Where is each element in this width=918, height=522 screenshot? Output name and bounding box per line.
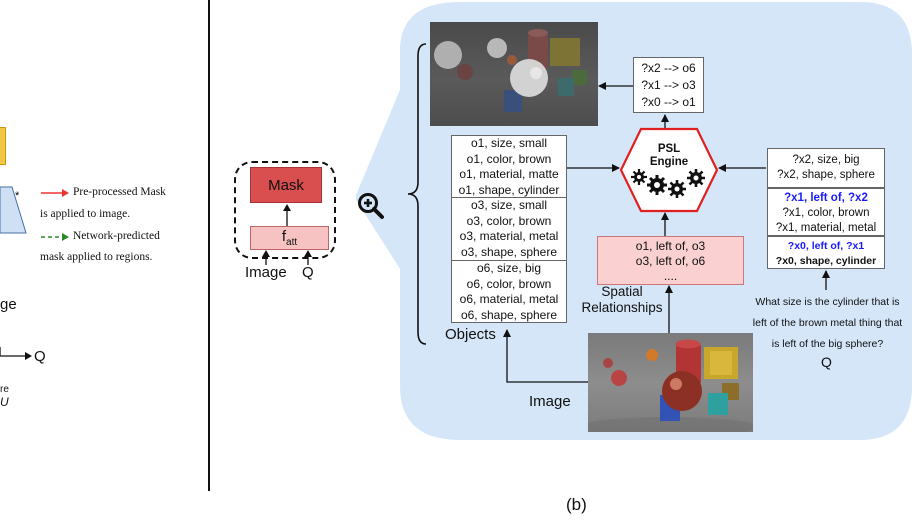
- object-attribute: o3, material, metal: [459, 229, 559, 243]
- left-fragment-q: Q: [34, 348, 46, 365]
- question-q-label: Q: [821, 354, 832, 370]
- object-attribute: o1, color, brown: [466, 151, 552, 166]
- query-line: ?x1, material, metal: [775, 222, 877, 234]
- figure-caption: (b): [566, 495, 587, 514]
- query-line: ?x1, color, brown: [782, 207, 870, 219]
- result-line: ?x2 --> o6: [641, 61, 696, 75]
- mask-arrow: [281, 203, 293, 232]
- query-line: ?x2, size, big: [792, 154, 860, 166]
- legend-green-text: Network-predicted: [73, 230, 160, 242]
- object-attribute: o3, size, small: [470, 198, 548, 212]
- fatt-label: fatt: [281, 228, 298, 248]
- results-box: ?x2 --> o6 ?x1 --> o3 ?x0 --> o1: [633, 57, 704, 113]
- grouping-brace: [404, 42, 428, 351]
- object-attribute: o1, size, small: [470, 136, 548, 150]
- left-fragment-re: re: [0, 384, 9, 395]
- masked-scene-image: [430, 22, 598, 126]
- query-relation: ?x0, left of, ?x1: [787, 240, 865, 252]
- object-attribute: o6, material, metal: [459, 292, 559, 306]
- scene-image: [588, 333, 753, 432]
- scene-image-label: Image: [529, 393, 571, 410]
- query-box-cylinder: ?x0, left of, ?x1 ?x0, shape, cylinder: [767, 236, 885, 269]
- left-yellow-box-fragment: [0, 127, 6, 165]
- left-fragment-ge: ge: [0, 296, 17, 313]
- legend-green-arrow: [40, 230, 70, 248]
- object-group-o3: o3, size, small o3, color, brown o3, mat…: [451, 197, 567, 261]
- result-line: ?x0 --> o1: [641, 95, 696, 109]
- query-box-brown-metal: ?x1, left of, ?x2 ?x1, color, brown ?x1,…: [767, 188, 885, 236]
- svg-text:*: *: [15, 190, 20, 202]
- object-attribute: o3, color, brown: [466, 213, 552, 228]
- panel-divider: [208, 0, 210, 491]
- attention-image-label: Image: [245, 264, 287, 281]
- legend-red-text: Pre-processed Mask: [73, 186, 166, 198]
- gear-icon: [631, 169, 705, 198]
- mask-box: Mask: [250, 167, 322, 203]
- left-fragment-u: U: [0, 395, 9, 409]
- object-attribute: o6, size, big: [476, 261, 542, 275]
- spatial-label: Spatial Relationships: [581, 284, 663, 315]
- relation-line: o3, left of, o6: [635, 254, 706, 268]
- psl-engine: [619, 127, 719, 218]
- zoom-in-icon: [357, 192, 385, 225]
- object-group-o6: o6, size, big o6, color, brown o6, mater…: [451, 260, 567, 323]
- psl-title: PSL Engine: [649, 143, 689, 168]
- fatt-box: fatt: [250, 226, 329, 250]
- object-group-o1: o1, size, small o1, color, brown o1, mat…: [451, 135, 567, 198]
- query-line: ?x2, shape, sphere: [777, 169, 875, 181]
- question-text: What size is the cylinder that is left o…: [752, 296, 903, 350]
- object-attribute: o3, shape, sphere: [460, 244, 558, 259]
- spatial-relationships-box: o1, left of, o3 o3, left of, o6 ....: [597, 236, 744, 285]
- objects-label: Objects: [445, 326, 496, 343]
- query-relation: ?x1, left of, ?x2: [784, 192, 868, 204]
- result-line: ?x1 --> o3: [641, 78, 696, 92]
- query-box-sphere: ?x2, size, big ?x2, shape, sphere: [767, 148, 885, 188]
- object-attribute: o1, shape, cylinder: [458, 182, 560, 197]
- query-line: ?x0, shape, cylinder: [775, 255, 877, 267]
- object-attribute: o1, material, matte: [459, 167, 559, 181]
- relation-line: ....: [663, 269, 678, 283]
- left-fragment-arrow: [0, 346, 34, 371]
- image-to-fatt-arrow: [261, 250, 271, 271]
- object-attribute: o6, shape, sphere: [460, 307, 558, 322]
- mask-label: Mask: [268, 176, 304, 194]
- q-to-fatt-arrow: [303, 250, 313, 271]
- attention-module-outline: [234, 161, 336, 259]
- relation-line: o1, left of, o3: [635, 239, 706, 253]
- legend-red-arrow: [40, 186, 70, 204]
- left-trapezoid-fragment: *: [0, 185, 28, 240]
- legend-red-text-2: is applied to image.: [40, 208, 131, 220]
- legend-green-text-2: mask applied to regions.: [40, 251, 153, 263]
- object-attribute: o6, color, brown: [466, 276, 552, 291]
- attention-q-label: Q: [302, 264, 314, 281]
